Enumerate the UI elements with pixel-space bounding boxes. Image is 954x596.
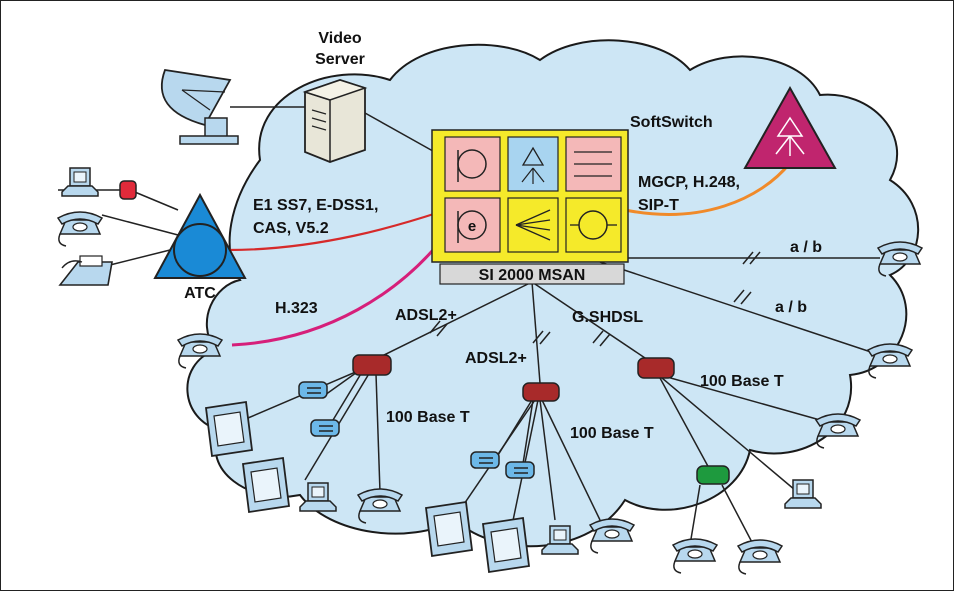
network-cloud: [186, 39, 920, 548]
softswitch-icon: [743, 85, 837, 169]
phone-icon: [737, 539, 783, 575]
mgcp-link: [624, 162, 792, 216]
fax-icon: [58, 255, 113, 286]
pc-terminal-icon: [784, 479, 822, 509]
phone-icon: [57, 211, 103, 247]
softswitch-label: SoftSwitch: [630, 114, 713, 131]
phone-icon: [672, 538, 718, 574]
e1-protocol-label-1: E1 SS7, E-DSS1,: [253, 197, 378, 214]
mgcp-protocol-label-1: MGCP, H.248,: [638, 174, 740, 191]
mgcp-protocol-label-2: SIP-T: [638, 197, 679, 214]
msan-label: SI 2000 MSAN: [479, 267, 586, 284]
base-t-label-2: 100 Base T: [570, 425, 654, 442]
adsl-label-1: ADSL2+: [395, 307, 457, 324]
svg-text:e: e: [468, 218, 476, 235]
settop-adapter-icon: [470, 451, 500, 469]
h323-label: H.323: [275, 300, 318, 317]
terminal-adapter-green: [696, 465, 730, 485]
satellite-dish-icon: [160, 68, 239, 145]
terminal-adapter-icon: [119, 180, 137, 200]
phone-icon: [867, 343, 913, 379]
phone-icon: [589, 518, 635, 554]
adsl-label-2: ADSL2+: [465, 350, 527, 367]
adsl-modem-1: [352, 354, 392, 376]
adsl-modem-2: [522, 382, 560, 402]
phone-icon: [815, 413, 861, 449]
tv-monitor-icon: [242, 457, 290, 513]
ab-label-2: a / b: [775, 299, 807, 316]
gshdsl-modem: [637, 357, 675, 379]
video-server-label-1: Video: [318, 30, 362, 47]
tv-monitor-icon: [205, 401, 253, 457]
h323-link: [231, 241, 442, 347]
video-server-label-2: Server: [315, 51, 365, 68]
msan-node: e: [431, 129, 629, 285]
video-server-icon: [302, 79, 368, 163]
settop-adapter-icon: [505, 461, 535, 479]
ab-label-1: a / b: [790, 239, 822, 256]
tv-monitor-icon: [482, 517, 530, 573]
settop-adapter-icon: [298, 381, 328, 399]
atc-exchange-icon: [153, 192, 247, 279]
pc-terminal-icon: [61, 167, 99, 197]
e1-link: [227, 210, 441, 252]
tv-monitor-icon: [425, 501, 473, 557]
base-t-label-1: 100 Base T: [386, 409, 470, 426]
base-t-label-3: 100 Base T: [700, 373, 784, 390]
gshdsl-label: G.SHDSL: [572, 309, 643, 326]
e1-protocol-label-2: CAS, V5.2: [253, 220, 329, 237]
settop-adapter-icon: [310, 419, 340, 437]
atc-label: ATC: [184, 285, 216, 302]
